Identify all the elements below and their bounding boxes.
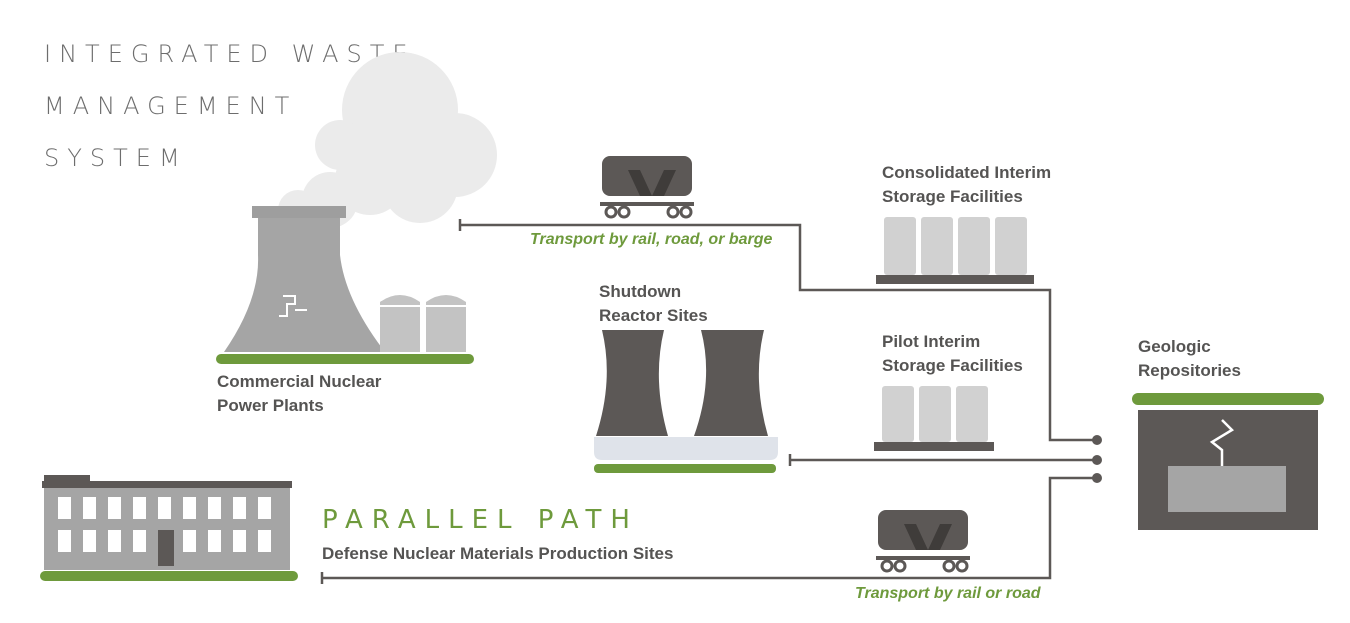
defense-ground-bar — [40, 571, 298, 581]
junction-dot-3 — [1092, 473, 1102, 483]
title-line-3: SYSTEM — [44, 144, 188, 172]
junction-dot-1 — [1092, 435, 1102, 445]
transport-line-top — [458, 219, 1097, 442]
commercial-label: Commercial Nuclear Power Plants — [217, 370, 381, 418]
pilot-label: Pilot Interim Storage Facilities — [882, 330, 1023, 378]
pilot-label-line-2: Storage Facilities — [882, 356, 1023, 375]
cooling-tower-icon — [224, 206, 385, 352]
pilot-label-line-1: Pilot Interim — [882, 332, 981, 351]
transport-line-middle — [788, 454, 1097, 466]
geologic-label-line-1: Geologic — [1138, 337, 1211, 356]
shutdown-reactor-icon — [594, 330, 778, 460]
geologic-ground-bar — [1132, 393, 1324, 405]
shutdown-label-line-1: Shutdown — [599, 282, 682, 301]
storage-casks-icon — [380, 295, 466, 352]
title-line-1: INTEGRATED WASTE — [44, 40, 416, 68]
consolidated-label-line-1: Consolidated Interim — [882, 163, 1052, 182]
diagram-title: INTEGRATED WASTE MANAGEMENT SYSTEM — [44, 28, 416, 184]
commercial-label-line-2: Power Plants — [217, 396, 324, 415]
title-line-2: MANAGEMENT — [44, 92, 298, 120]
transport-label-top: Transport by rail, road, or barge — [530, 231, 773, 248]
rail-car-icon-top — [600, 156, 694, 219]
geologic-repository-icon — [1138, 410, 1318, 530]
commercial-ground-bar — [216, 354, 474, 364]
junction-dot-2 — [1092, 455, 1102, 465]
defense-building-icon — [42, 475, 292, 570]
consolidated-label: Consolidated Interim Storage Facilities — [882, 161, 1051, 209]
shutdown-label-line-2: Reactor Sites — [599, 306, 708, 325]
consolidated-label-line-2: Storage Facilities — [882, 187, 1023, 206]
pilot-storage-icon — [874, 386, 994, 451]
transport-label-bottom: Transport by rail or road — [855, 585, 1041, 602]
defense-label: Defense Nuclear Materials Production Sit… — [322, 544, 674, 563]
shutdown-label: Shutdown Reactor Sites — [599, 280, 708, 328]
geologic-label: Geologic Repositories — [1138, 335, 1241, 383]
transport-line-bottom — [320, 476, 1097, 584]
steam-cloud-icon — [278, 52, 497, 230]
consolidated-storage-icon — [876, 217, 1034, 284]
parallel-path-heading: PARALLEL PATH — [322, 505, 639, 535]
shutdown-ground-bar — [594, 464, 776, 473]
geologic-label-line-2: Repositories — [1138, 361, 1241, 380]
commercial-label-line-1: Commercial Nuclear — [217, 372, 382, 391]
rail-car-icon-bottom — [876, 510, 970, 573]
